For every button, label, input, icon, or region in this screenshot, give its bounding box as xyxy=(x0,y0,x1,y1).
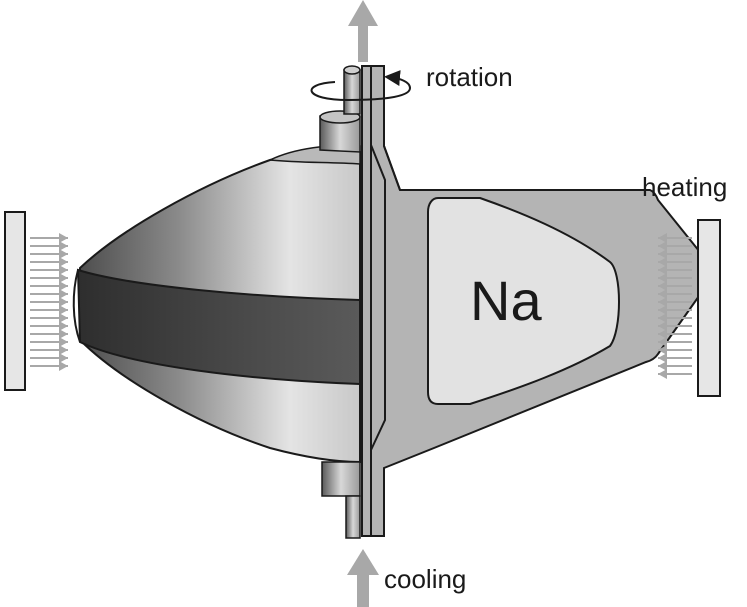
heat-flux-arrowhead xyxy=(658,289,667,299)
vessel-exterior-view xyxy=(72,65,361,539)
sodium-cavity xyxy=(427,197,620,405)
heat-flux-arrowhead xyxy=(59,265,68,275)
right-heat-arrows xyxy=(658,233,692,379)
heat-flux-arrowhead xyxy=(658,281,667,291)
heat-flux-arrowhead xyxy=(658,353,667,363)
heat-flux-arrowhead xyxy=(59,257,68,267)
cooling-label: cooling xyxy=(384,564,466,594)
heat-flux-arrowhead xyxy=(658,329,667,339)
heat-flux-arrowhead xyxy=(59,273,68,283)
heat-flux-arrowhead xyxy=(658,345,667,355)
heat-flux-arrowhead xyxy=(658,241,667,251)
rotation-arrow-icon xyxy=(310,70,412,102)
left-heater-plate xyxy=(4,211,26,391)
heat-flux-arrowhead xyxy=(59,289,68,299)
vessel-cross-section xyxy=(361,65,718,537)
heat-flux-arrowhead xyxy=(658,233,667,243)
heat-flux-arrowhead xyxy=(658,321,667,331)
heat-flux-arrowhead xyxy=(658,313,667,323)
heat-flux-arrowhead xyxy=(59,305,68,315)
top-outflow-arrow xyxy=(348,0,378,62)
heating-label: heating xyxy=(642,172,727,202)
heat-flux-arrowhead xyxy=(658,297,667,307)
cooling-inflow-arrow xyxy=(347,549,379,607)
heat-flux-arrowhead xyxy=(59,313,68,323)
heat-flux-arrowhead xyxy=(59,233,68,243)
heat-flux-arrowhead xyxy=(658,369,667,379)
right-heater-plate xyxy=(697,219,721,397)
sodium-label: Na xyxy=(470,269,542,332)
heat-flux-arrowhead xyxy=(59,329,68,339)
heat-flux-arrowhead xyxy=(59,361,68,371)
heat-flux-arrowhead xyxy=(59,345,68,355)
heat-flux-arrowhead xyxy=(658,273,667,283)
dark-equatorial-band xyxy=(76,268,361,386)
heat-flux-arrowhead xyxy=(59,241,68,251)
heat-flux-arrowhead xyxy=(658,337,667,347)
heat-flux-arrowhead xyxy=(658,265,667,275)
heat-flux-arrowhead xyxy=(59,249,68,259)
heat-flux-arrowhead xyxy=(59,297,68,307)
heat-flux-arrowhead xyxy=(59,321,68,331)
heat-flux-arrowhead xyxy=(658,249,667,259)
heat-flux-arrowhead xyxy=(658,361,667,371)
heat-flux-arrowhead xyxy=(59,353,68,363)
heat-flux-arrowhead xyxy=(658,305,667,315)
heat-flux-arrowhead xyxy=(59,337,68,347)
right-heater xyxy=(658,219,721,397)
heat-flux-arrowhead xyxy=(658,257,667,267)
left-heat-arrows xyxy=(30,233,68,371)
left-heater xyxy=(4,211,68,391)
heat-flux-arrowhead xyxy=(59,281,68,291)
rotation-label: rotation xyxy=(426,62,513,92)
